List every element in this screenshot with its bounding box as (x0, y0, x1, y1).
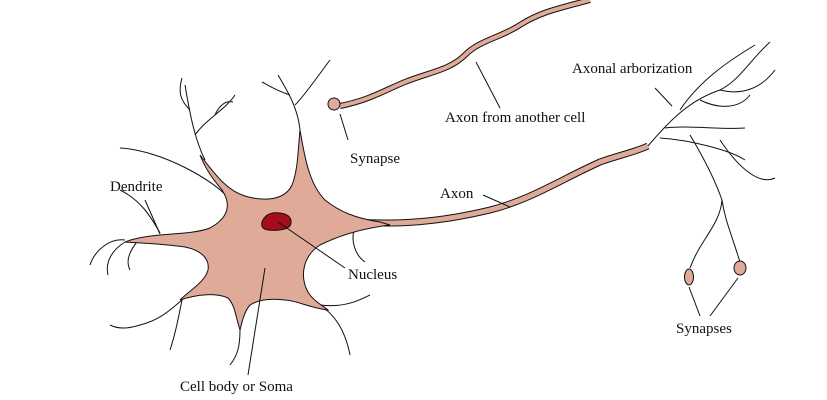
synapse-knob (327, 97, 341, 111)
synapse-knob (733, 260, 747, 276)
label-axon-from-another-cell: Axon from another cell (445, 110, 585, 126)
cell-body (124, 129, 391, 332)
label-cell-body: Cell body or Soma (180, 379, 293, 395)
axonal-arborization (647, 41, 776, 286)
label-dendrite: Dendrite (110, 179, 163, 195)
label-axon: Axon (440, 186, 474, 202)
synapse-knob (684, 268, 694, 286)
pointer-lines (144, 61, 739, 376)
label-synapse: Synapse (350, 151, 400, 167)
label-synapses: Synapses (676, 321, 732, 337)
axon-from-another-cell (327, 0, 591, 111)
axon (349, 142, 650, 227)
label-nucleus: Nucleus (348, 267, 397, 283)
label-axonal-arborization: Axonal arborization (572, 61, 693, 77)
